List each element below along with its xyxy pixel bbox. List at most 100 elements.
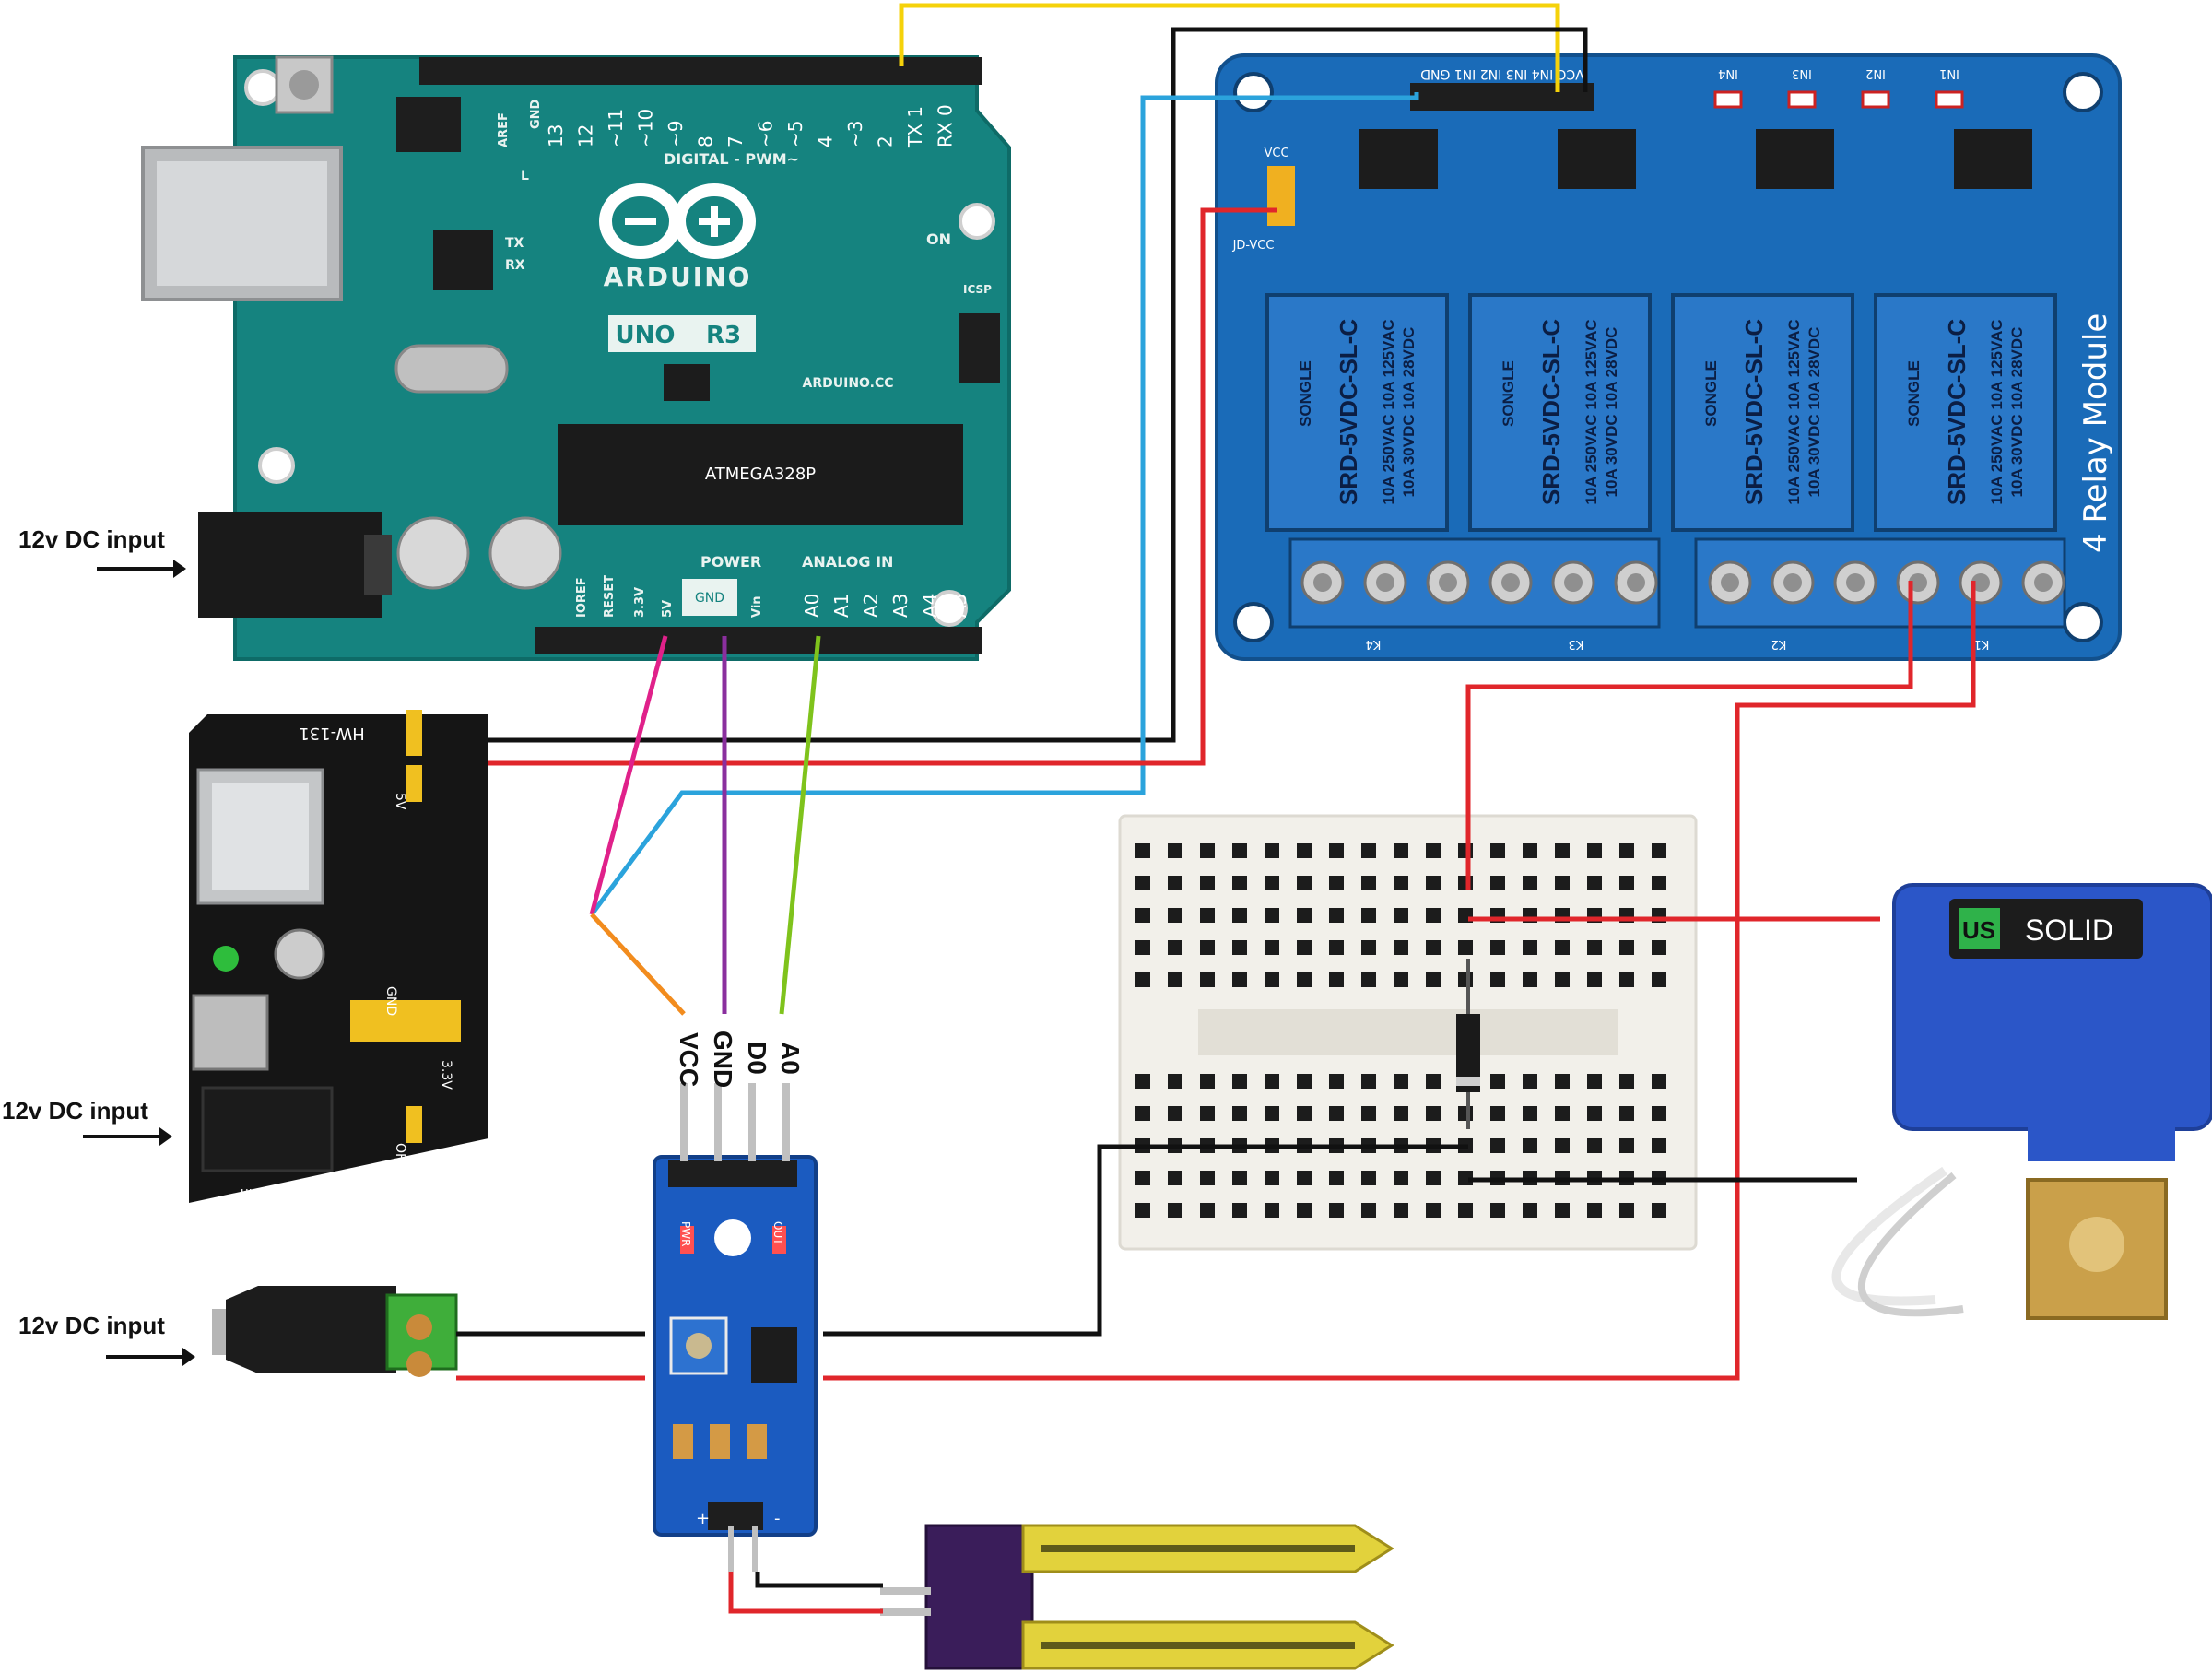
right-arrow-icon — [83, 1127, 172, 1146]
sensor-minus-label: - — [774, 1509, 781, 1528]
wire-green-a0 — [779, 635, 821, 1015]
analog-pin-label: A0 — [801, 594, 823, 618]
wires — [456, 3, 1976, 1614]
wire-orange-vcc — [590, 913, 686, 1016]
relay-rating-2: 10A 30VDC 10A 28VDC — [1400, 327, 1418, 498]
power-module-dcin: DC-in — [241, 1185, 276, 1200]
analog-pin-label: A1 — [830, 594, 853, 618]
relay-module-board: VCC IN4 IN3 IN2 IN1 GND VCC JD-VCC IN4 IN… — [1215, 53, 2122, 661]
relay-terminal-label: K3 — [1569, 637, 1584, 651]
wire-red-jdvcc — [488, 207, 1277, 766]
analog-pin-label: A2 — [860, 594, 882, 618]
rx-label: RX — [505, 258, 525, 273]
sensor-gnd-label: GND — [709, 1031, 737, 1088]
digital-pin-label: ~6 — [755, 121, 777, 147]
digital-pin-label: ~5 — [784, 121, 806, 147]
digital-pin-label: ~10 — [635, 109, 657, 147]
arduino-site: ARDUINO.CC — [803, 376, 894, 391]
sensor-pin-labels: VCC GND D0 A0 — [675, 1031, 805, 1088]
relay-model: SRD-5VDC-SL-C — [1943, 319, 1971, 505]
breadboard — [1118, 814, 1698, 1251]
sensor-vcc-label: VCC — [675, 1032, 703, 1087]
wire-magenta-5v — [589, 635, 668, 915]
relay-rating-1: 10A 250VAC 10A 125VAC — [1583, 319, 1600, 504]
relay-led — [1713, 90, 1743, 109]
arduino-uno-board: ATMEGA328P ARDUINO UNO R3 ARDUINO.CC DIG… — [141, 55, 1011, 661]
wire-red-probe — [728, 1572, 883, 1614]
power-label: POWER — [700, 553, 761, 571]
digital-pin-label: 4 — [815, 135, 837, 147]
wire-black-relay-gnd — [488, 27, 1588, 743]
power-module-off: OFF — [393, 1143, 407, 1168]
sensor-comparator-board: PWR OUT + - — [653, 1083, 818, 1572]
v33-label: 3.3V — [633, 587, 647, 618]
soil-moisture-probe — [880, 1524, 1394, 1670]
digital-pin-label: ~11 — [605, 109, 627, 147]
wire-yellow-d2-in1 — [899, 3, 1560, 92]
arduino-logo — [599, 183, 756, 259]
solenoid-valve: US SOLID — [1831, 883, 2212, 1320]
power-supply-module: HW-131 GND 5V 3.3V OFF DC-in — [189, 710, 488, 1203]
analog-label: ANALOG IN — [802, 553, 893, 571]
digital-pin-label: ~3 — [844, 121, 866, 147]
relay-header-pins: VCC IN4 IN3 IN2 IN1 GND — [1420, 66, 1584, 81]
dc-input-label-1: 12v DC input — [18, 525, 165, 553]
relay-led-label: IN1 — [1939, 66, 1959, 80]
relay-model: SRD-5VDC-SL-C — [1335, 319, 1362, 505]
arduino-model-uno: UNO — [616, 322, 676, 349]
v5-label: 5V — [661, 600, 675, 618]
sensor-plus-label: + — [696, 1509, 710, 1528]
relay-terminal-label: K1 — [1974, 637, 1990, 651]
relay-terminal-label: K2 — [1771, 637, 1787, 651]
l-label: L — [521, 169, 529, 183]
relay-rating-1: 10A 250VAC 10A 125VAC — [1785, 319, 1803, 504]
arduino-brand: ARDUINO — [604, 262, 752, 292]
dc-input-label-3: 12v DC input — [18, 1312, 165, 1339]
right-arrow-icon — [106, 1348, 195, 1366]
right-arrow-icon — [97, 560, 186, 578]
reset-label: RESET — [603, 575, 617, 618]
gnd-bottom-label: GND — [695, 591, 724, 606]
relay-rating-2: 10A 30VDC 10A 28VDC — [1806, 327, 1823, 498]
relay-led — [1861, 90, 1890, 109]
digital-pin-label: ~9 — [665, 121, 687, 147]
relay-led — [1787, 90, 1817, 109]
relay-led — [1935, 90, 1964, 109]
digital-label: DIGITAL - PWM~ — [664, 150, 799, 168]
relay-model: SRD-5VDC-SL-C — [1740, 319, 1768, 505]
wire-black-bb — [823, 1144, 1468, 1337]
aref-label: AREF — [497, 112, 511, 147]
chip-label: ATMEGA328P — [705, 465, 816, 484]
relay-rating-2: 10A 30VDC 10A 28VDC — [1603, 327, 1620, 498]
usb-port-icon — [141, 146, 343, 301]
analog-pin-label: A3 — [889, 594, 912, 618]
sensor-a0-label: A0 — [776, 1042, 805, 1075]
relay-jdvcc-label: JD-VCC — [1232, 239, 1275, 253]
diode-icon — [1456, 959, 1480, 1129]
relay-led-label: IN2 — [1865, 66, 1886, 80]
digital-pin-label: 7 — [724, 135, 747, 147]
relay-vcc-label: VCC — [1264, 147, 1288, 160]
wire-red-k1-a — [1465, 581, 1913, 890]
tx-label: TX — [505, 236, 524, 251]
dc-input-label-2: 12v DC input — [2, 1097, 148, 1125]
relay-led-label: IN4 — [1718, 66, 1738, 80]
sensor-d0-label: D0 — [743, 1042, 771, 1075]
icsp-label: ICSP — [963, 283, 992, 296]
valve-brand-solid: SOLID — [2025, 913, 2113, 947]
relay-rating-2: 10A 30VDC 10A 28VDC — [2008, 327, 2026, 498]
power-module-5v: 5V — [393, 793, 407, 810]
power-module-33v: 3.3V — [439, 1060, 453, 1090]
relay-title: 4 Relay Module — [2077, 313, 2114, 553]
vin-label: Vin — [750, 595, 764, 618]
power-module-gnd: GND — [383, 986, 398, 1016]
dc-jack-icon — [198, 512, 392, 618]
digital-pin-label: TX 1 — [904, 106, 926, 148]
on-label: ON — [926, 230, 951, 248]
